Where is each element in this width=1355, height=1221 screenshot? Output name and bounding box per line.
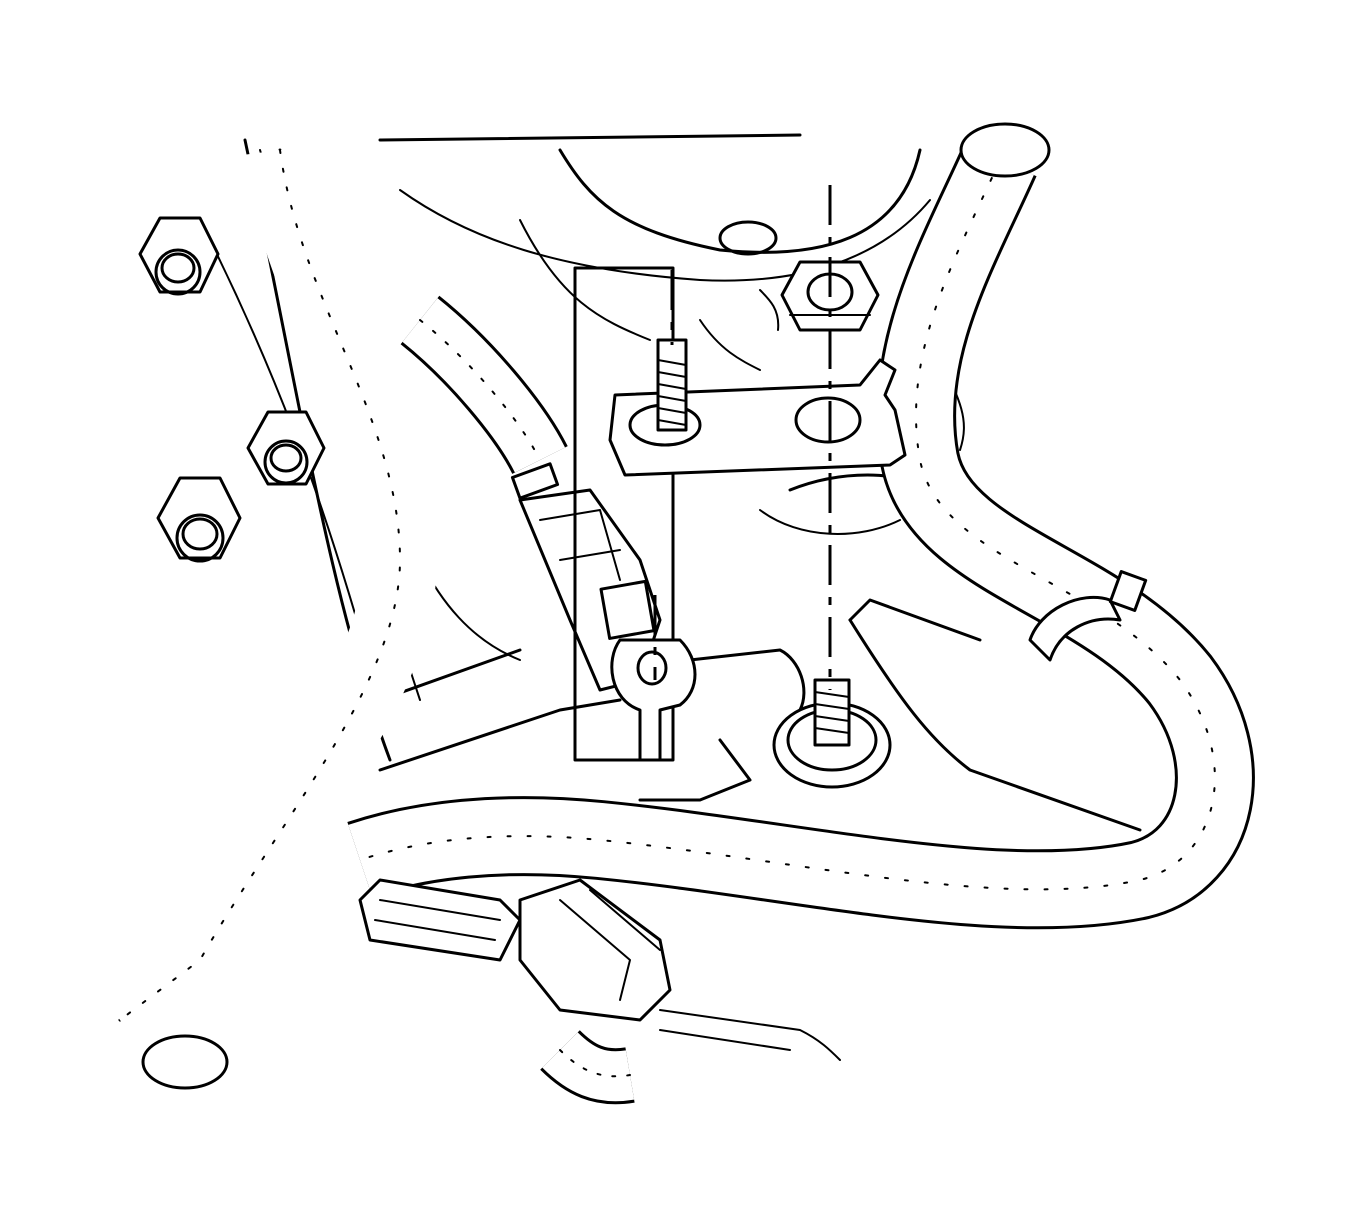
harness-loom-bottom [540, 1029, 635, 1105]
connector-lower-center [518, 878, 841, 1061]
hose-clamp [1028, 570, 1148, 662]
harness-loom-top [400, 295, 568, 475]
eyelet-terminal [599, 579, 697, 762]
flange-nut-1 [138, 216, 220, 296]
callout-box [573, 266, 675, 762]
flange-nut-2 [246, 410, 326, 486]
harness-loom-right [347, 122, 1255, 930]
threaded-stud-lower [772, 678, 892, 789]
flange-nut-3 [156, 476, 242, 563]
harness-loom-left [97, 144, 438, 1090]
threaded-stud-upper [656, 338, 688, 432]
connector-lower-left [358, 878, 522, 962]
mounting-bracket [608, 358, 907, 477]
